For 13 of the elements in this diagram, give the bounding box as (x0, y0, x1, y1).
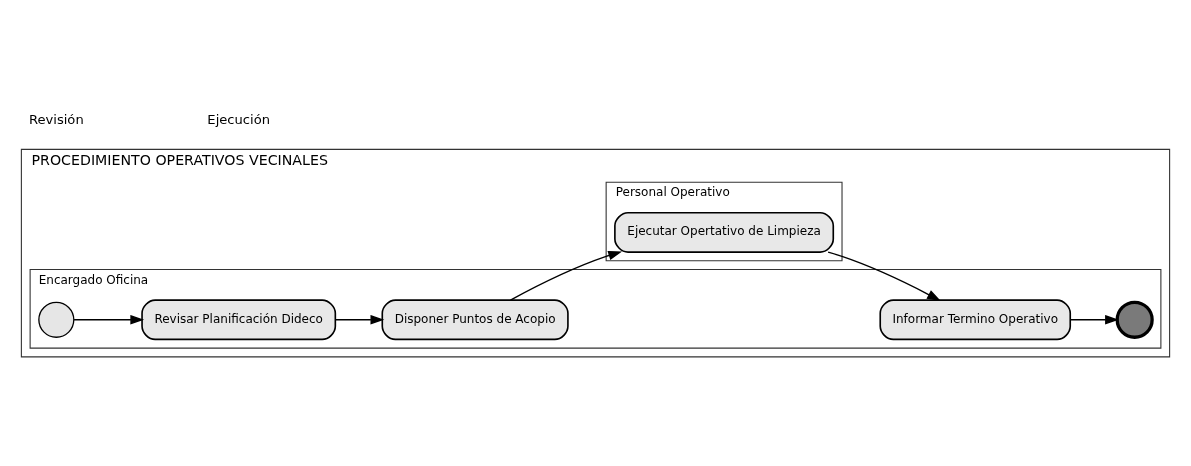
arrow (73, 314, 145, 325)
node-circle (38, 301, 75, 338)
label: Ejecución (207, 111, 270, 127)
arrow (334, 314, 385, 325)
node-box: Informar Termino Operativo (879, 298, 1072, 340)
node-box: Revisar Planificación Dideco (141, 298, 337, 340)
node-box: Ejecutar Opertativo de Limpieza (614, 211, 835, 253)
node-box: Disponer Puntos de Acopio (381, 298, 569, 340)
arrow (827, 250, 941, 301)
label: Revisión (28, 111, 84, 127)
node-circle (1115, 300, 1154, 339)
arrow (509, 250, 623, 301)
arrow (1069, 314, 1119, 325)
